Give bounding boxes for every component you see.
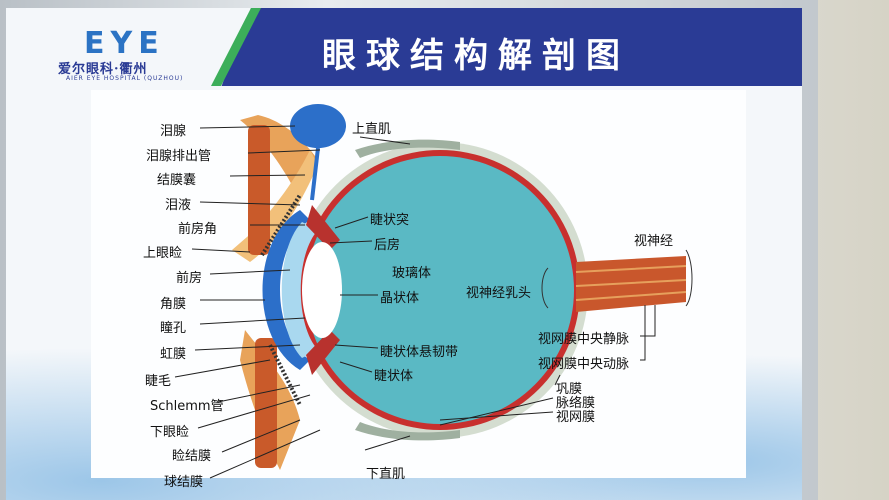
label-choroid: 脉络膜: [556, 396, 596, 411]
label-optic-nerve: 视神经: [634, 234, 674, 249]
label-bulbar-conjunctiva: 球结膜: [164, 475, 204, 490]
label-ciliary-body: 睫状体: [374, 369, 414, 384]
label-eyelash: 睫毛: [145, 374, 172, 389]
superior-rectus-shape: [355, 139, 460, 158]
label-retina: 视网膜: [556, 410, 596, 425]
cornea-shape: [262, 210, 310, 370]
lens-shape: [302, 242, 342, 338]
lower-eyelash: [268, 344, 302, 406]
label-lower-eyelid: 下眼睑: [150, 425, 190, 440]
hospital-logo: EYE: [84, 26, 165, 61]
header-logo-area: [6, 8, 251, 86]
lower-tarsal-plate: [255, 338, 277, 468]
leader-lines-right: [329, 136, 656, 451]
label-lens: 晶状体: [380, 291, 420, 306]
label-central-artery: 视网膜中央动脉: [538, 357, 630, 372]
label-pupil: 瞳孔: [160, 321, 187, 336]
anterior-chamber-shape: [281, 222, 318, 358]
poster-title: 眼球结构解剖图: [322, 36, 630, 76]
label-schlemm: Schlemm管: [150, 399, 224, 414]
ciliary-body-lower: [306, 330, 340, 375]
vitreous-shape: [306, 156, 574, 424]
label-zonule: 睫状体悬韧带: [380, 345, 459, 360]
label-anterior-chamber: 前房: [176, 271, 203, 286]
label-cornea: 角膜: [160, 297, 187, 312]
label-inferior-rectus: 下直肌: [366, 467, 406, 482]
optic-nerve-fibers: [575, 265, 687, 301]
inferior-rectus-shape: [355, 422, 460, 441]
hospital-name: 爱尔眼科·衢州: [58, 62, 148, 77]
label-conjunctival-sac: 结膜囊: [157, 173, 197, 188]
hospital-name-en: AIER EYE HOSPITAL (QUZHOU): [66, 75, 184, 82]
label-ciliary-process: 睫状突: [370, 213, 410, 228]
label-superior-rectus: 上直肌: [352, 122, 392, 137]
optic-nerve-bracket: [685, 249, 693, 307]
label-optic-disc: 视神经乳头: [466, 286, 532, 301]
label-vitreous: 玻璃体: [392, 266, 432, 281]
leader-lines-left: [174, 125, 321, 479]
lacrimal-gland-shape: [290, 104, 346, 148]
lacrimal-duct-shape: [310, 147, 320, 201]
label-sclera: 巩膜: [556, 382, 583, 397]
label-central-vein: 视网膜中央静脉: [538, 332, 630, 347]
label-upper-eyelid: 上眼睑: [143, 246, 183, 261]
label-anterior-chamber-angle: 前房角: [178, 222, 218, 237]
label-lacrimal-duct: 泪腺排出管: [146, 149, 212, 164]
label-tears: 泪液: [165, 198, 192, 213]
ciliary-body-upper: [306, 205, 340, 250]
label-posterior-chamber: 后房: [374, 238, 401, 253]
label-iris: 虹膜: [160, 347, 187, 362]
label-palpebral-conjunctiva: 睑结膜: [172, 449, 212, 464]
optic-disc-bracket: [541, 267, 549, 309]
upper-tarsal-plate: [248, 125, 270, 255]
label-lacrimal-gland: 泪腺: [160, 124, 187, 139]
